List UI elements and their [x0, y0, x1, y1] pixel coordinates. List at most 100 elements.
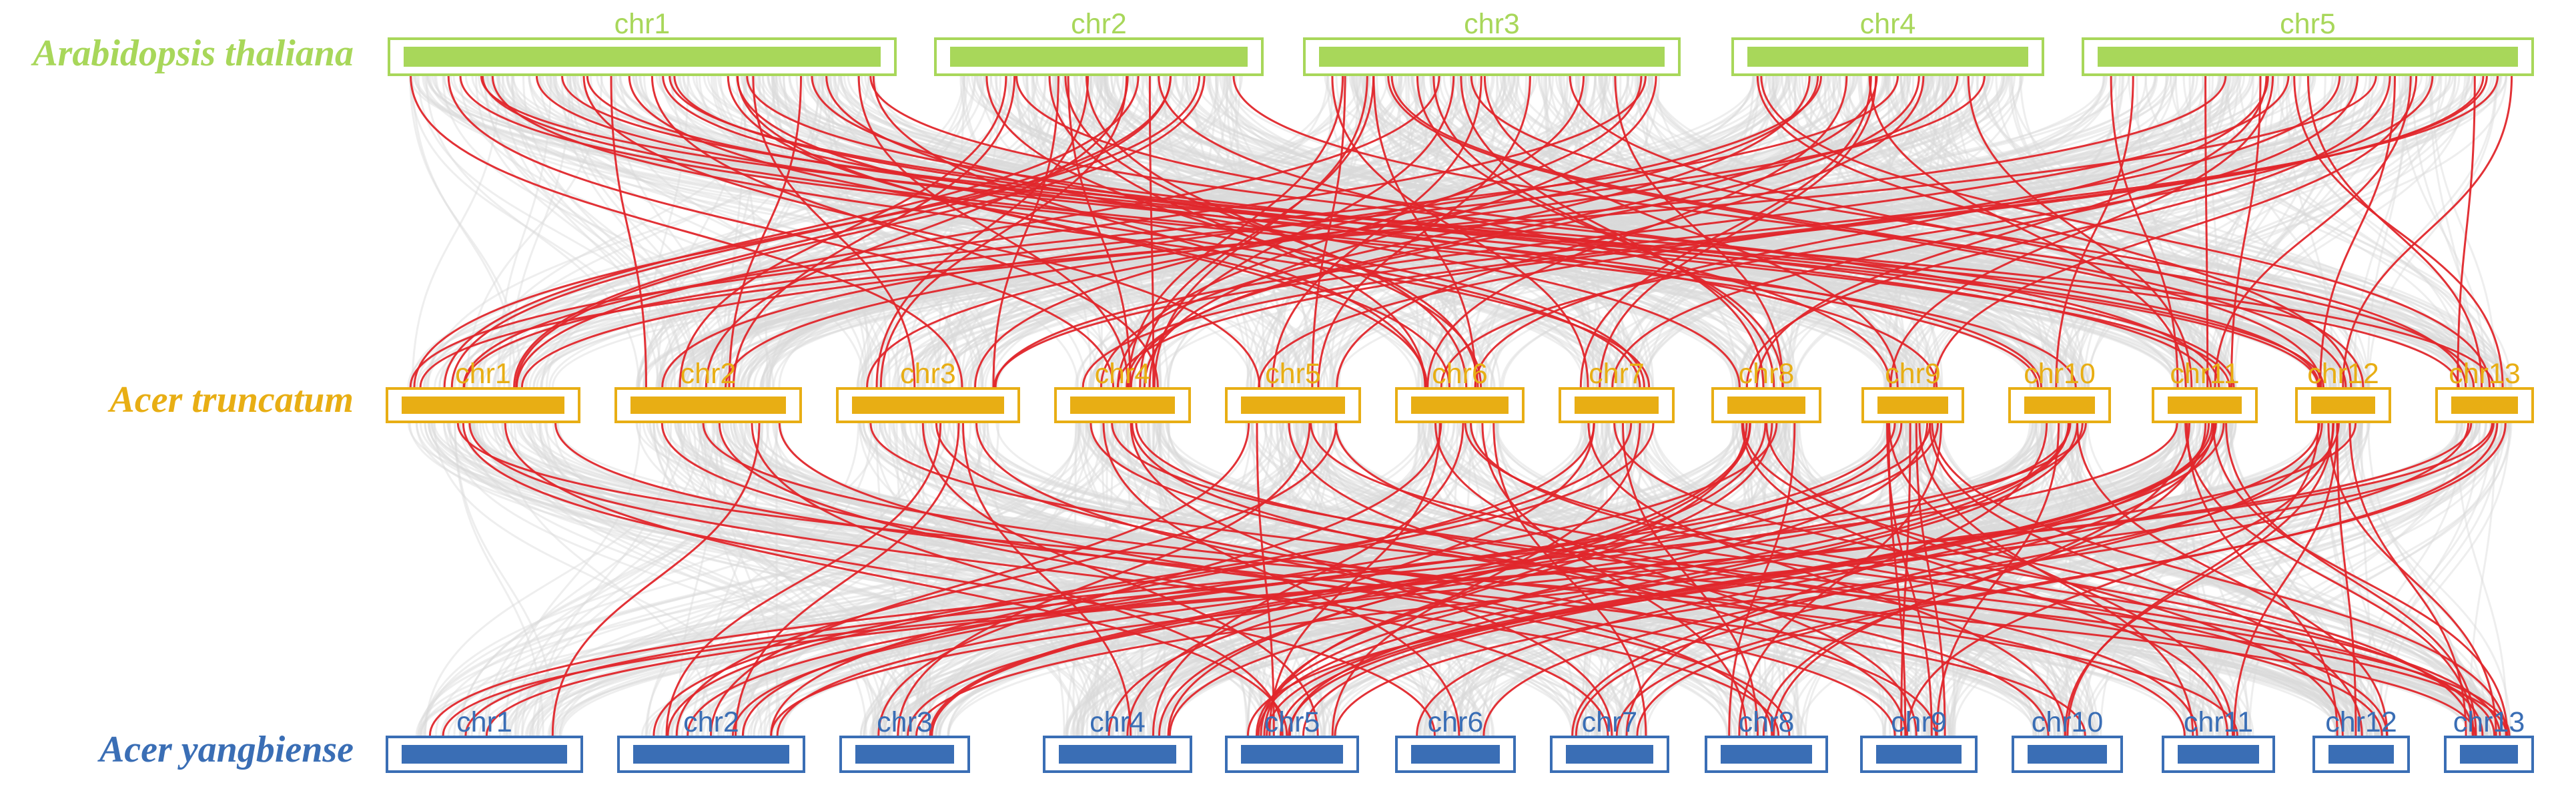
- background-link: [2008, 75, 2196, 388]
- background-link: [1766, 75, 2461, 388]
- background-link: [1894, 423, 2377, 736]
- background-link: [1458, 423, 1615, 736]
- highlight-link: [1387, 75, 2322, 388]
- background-link: [433, 75, 1639, 388]
- background-link: [1464, 75, 1629, 388]
- background-link: [1495, 423, 1803, 736]
- background-link: [476, 423, 1280, 736]
- background-link: [427, 75, 870, 388]
- background-link: [659, 75, 2170, 388]
- background-link: [2056, 75, 2467, 388]
- background-link: [551, 423, 1121, 736]
- background-link: [1839, 75, 2080, 388]
- chromosome-at-chr4: chr4: [1731, 8, 2044, 76]
- background-link: [442, 423, 1741, 736]
- background-link: [863, 423, 1615, 736]
- background-link: [1859, 75, 2180, 388]
- background-link: [884, 423, 1301, 736]
- background-link: [662, 423, 867, 736]
- background-link: [493, 75, 976, 388]
- background-link: [1893, 423, 2499, 736]
- background-link: [556, 423, 1930, 736]
- background-link: [2046, 423, 2491, 736]
- background-link: [1783, 423, 2097, 736]
- chromosome-label: chr11: [2170, 358, 2239, 390]
- background-link: [773, 423, 1154, 736]
- background-link: [1926, 75, 2085, 388]
- highlight-link: [409, 75, 1899, 388]
- background-link: [2182, 75, 2501, 388]
- background-link: [1436, 423, 2497, 736]
- highlight-link: [687, 423, 1931, 736]
- background-link: [2020, 75, 2200, 388]
- background-link: [1422, 75, 2222, 388]
- background-link: [2184, 423, 2192, 736]
- background-link: [769, 75, 1057, 388]
- background-link: [1106, 75, 1747, 388]
- highlight-link: [1762, 423, 2207, 736]
- background-link: [1113, 423, 2091, 736]
- background-link: [913, 423, 1159, 736]
- background-link: [1246, 75, 1403, 388]
- highlight-link: [2319, 75, 2396, 388]
- background-link: [1886, 423, 2188, 736]
- background-link: [1115, 75, 2347, 388]
- background-link: [883, 423, 1799, 736]
- background-link: [545, 75, 1104, 388]
- background-link: [834, 75, 1157, 388]
- highlight-link: [2336, 423, 2357, 736]
- background-link: [742, 423, 1078, 736]
- background-link: [1944, 423, 2233, 736]
- background-link: [2083, 75, 2254, 388]
- background-link: [1250, 423, 2511, 736]
- highlight-link: [554, 423, 2086, 736]
- background-link: [407, 75, 1608, 388]
- background-link: [1411, 75, 2356, 388]
- background-link: [1892, 75, 1938, 388]
- background-link: [1061, 75, 1587, 388]
- chromosome-bar: [1059, 745, 1176, 764]
- highlight-link: [962, 423, 1132, 736]
- background-link: [1894, 423, 2477, 736]
- background-link: [1744, 75, 2168, 388]
- chromosome-label: chr8: [1739, 358, 1795, 390]
- background-link: [1088, 75, 1507, 388]
- background-link: [767, 75, 1589, 388]
- background-link: [1481, 75, 2344, 388]
- highlight-link: [679, 75, 1007, 388]
- background-link: [2285, 75, 2335, 388]
- background-link: [2080, 423, 2368, 736]
- highlight-link: [551, 423, 761, 736]
- background-link: [2228, 423, 2485, 736]
- background-link: [1305, 423, 1428, 736]
- background-link: [526, 423, 1638, 736]
- background-link: [711, 75, 1087, 388]
- background-link: [536, 75, 2294, 388]
- background-link: [933, 75, 2483, 388]
- background-link: [1584, 75, 1841, 388]
- highlight-link: [662, 75, 2042, 388]
- background-link: [419, 423, 1092, 736]
- background-link: [480, 75, 840, 388]
- background-link: [1607, 423, 2038, 736]
- background-link: [900, 423, 1897, 736]
- chromosome-label: chr8: [1739, 706, 1795, 738]
- background-link: [923, 75, 1440, 388]
- background-link: [1995, 75, 2208, 388]
- chromosome-bar: [2311, 396, 2375, 414]
- background-link: [431, 423, 2062, 736]
- background-link: [1617, 75, 1934, 388]
- background-link: [1601, 75, 1918, 388]
- chromosome-bar: [1411, 745, 1500, 764]
- background-link: [1484, 423, 2178, 736]
- highlight-link: [1887, 423, 1907, 736]
- background-link: [1452, 75, 2194, 388]
- background-link: [644, 75, 689, 388]
- background-link: [483, 75, 723, 388]
- chromosome-label: chr6: [1428, 706, 1484, 738]
- background-link: [1436, 423, 1458, 736]
- background-link: [1434, 423, 2205, 736]
- highlight-link: [1331, 423, 1641, 736]
- background-link: [415, 423, 1323, 736]
- highlight-link: [1086, 75, 1468, 388]
